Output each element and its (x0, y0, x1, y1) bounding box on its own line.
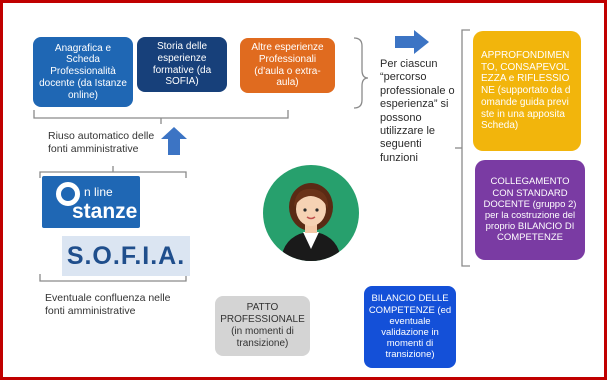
avatar (263, 165, 359, 261)
confluenza-label: Eventuale confluenza nelle fonti amminis… (45, 292, 171, 318)
sofia-logo: S.O.F.I.A. (62, 236, 190, 276)
collegamento-text: COLLEGAMENTO CON STANDARD DOCENTE (grupp… (483, 176, 577, 244)
storia-box: Storia delle esperienze formative (da SO… (137, 37, 227, 92)
bilancio-competenze-box: BILANCIO DELLE COMPETENZE (ed eventuale … (364, 286, 456, 368)
approfondimento-text: APPROFONDIMENTO, CONSAPEVOLEZZA e RIFLES… (481, 49, 571, 132)
patto-professionale-text: PATTO PROFESSIONALE (in momenti di trans… (220, 302, 305, 349)
altre-esperienze-text: Altre esperienze Professionali (d'aula o… (251, 41, 324, 89)
istanze-logo-line1: n line (84, 185, 113, 199)
per-ciascun-text: Per ciascun “percorso professionale o es… (380, 58, 455, 164)
riuso-label: Riuso automatico delle fonti amministrat… (48, 130, 155, 156)
arrow-right-icon (395, 30, 429, 54)
storia-text: Storia delle esperienze formative (da SO… (152, 40, 212, 88)
anagrafica-text: Anagrafica e Scheda Professionalità doce… (39, 42, 127, 101)
bilancio-competenze-text: BILANCIO DELLE COMPETENZE (ed eventuale … (368, 293, 452, 361)
arrow-up-icon (161, 127, 187, 155)
businesswoman-icon (281, 183, 341, 261)
patto-professionale-box: PATTO PROFESSIONALE (in momenti di trans… (215, 296, 310, 356)
anagrafica-box: Anagrafica e Scheda Professionalità doce… (33, 37, 133, 107)
istanze-online-logo: n line stanze (42, 176, 140, 228)
approfondimento-box: APPROFONDIMENTO, CONSAPEVOLEZZA e RIFLES… (473, 31, 581, 151)
collegamento-box: COLLEGAMENTO CON STANDARD DOCENTE (grupp… (475, 160, 585, 260)
istanze-ring-icon (56, 182, 80, 206)
altre-esperienze-box: Altre esperienze Professionali (d'aula o… (240, 38, 335, 93)
istanze-logo-line2: stanze (72, 200, 138, 223)
